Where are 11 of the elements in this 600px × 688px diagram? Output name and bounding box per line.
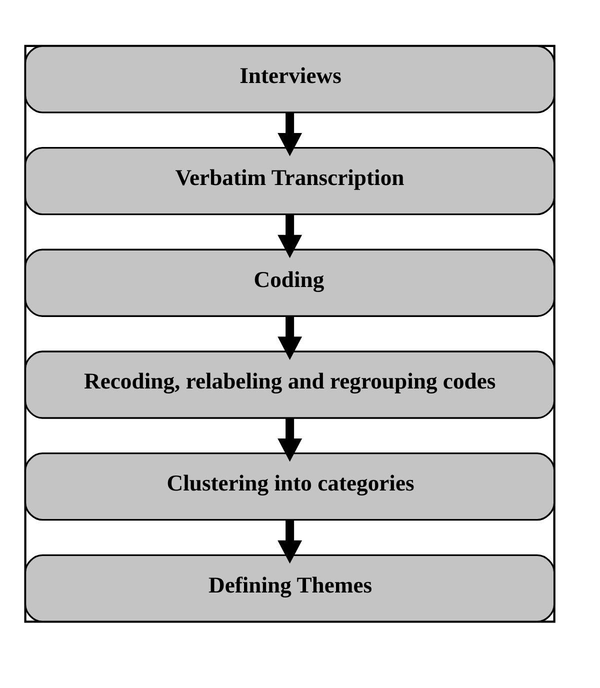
node-box: Interviews xyxy=(24,45,556,114)
node-box: Defining Themes xyxy=(24,554,556,622)
arrow xyxy=(278,112,302,156)
arrow xyxy=(278,316,302,360)
arrow xyxy=(278,418,302,462)
node-box: Clustering into categories xyxy=(24,452,556,521)
node-box: Verbatim Transcription xyxy=(24,146,556,216)
arrow xyxy=(278,520,302,564)
node-box: Coding xyxy=(24,248,556,317)
node-box: Recoding, relabeling and regrouping codes xyxy=(24,350,556,419)
arrow xyxy=(278,214,302,258)
